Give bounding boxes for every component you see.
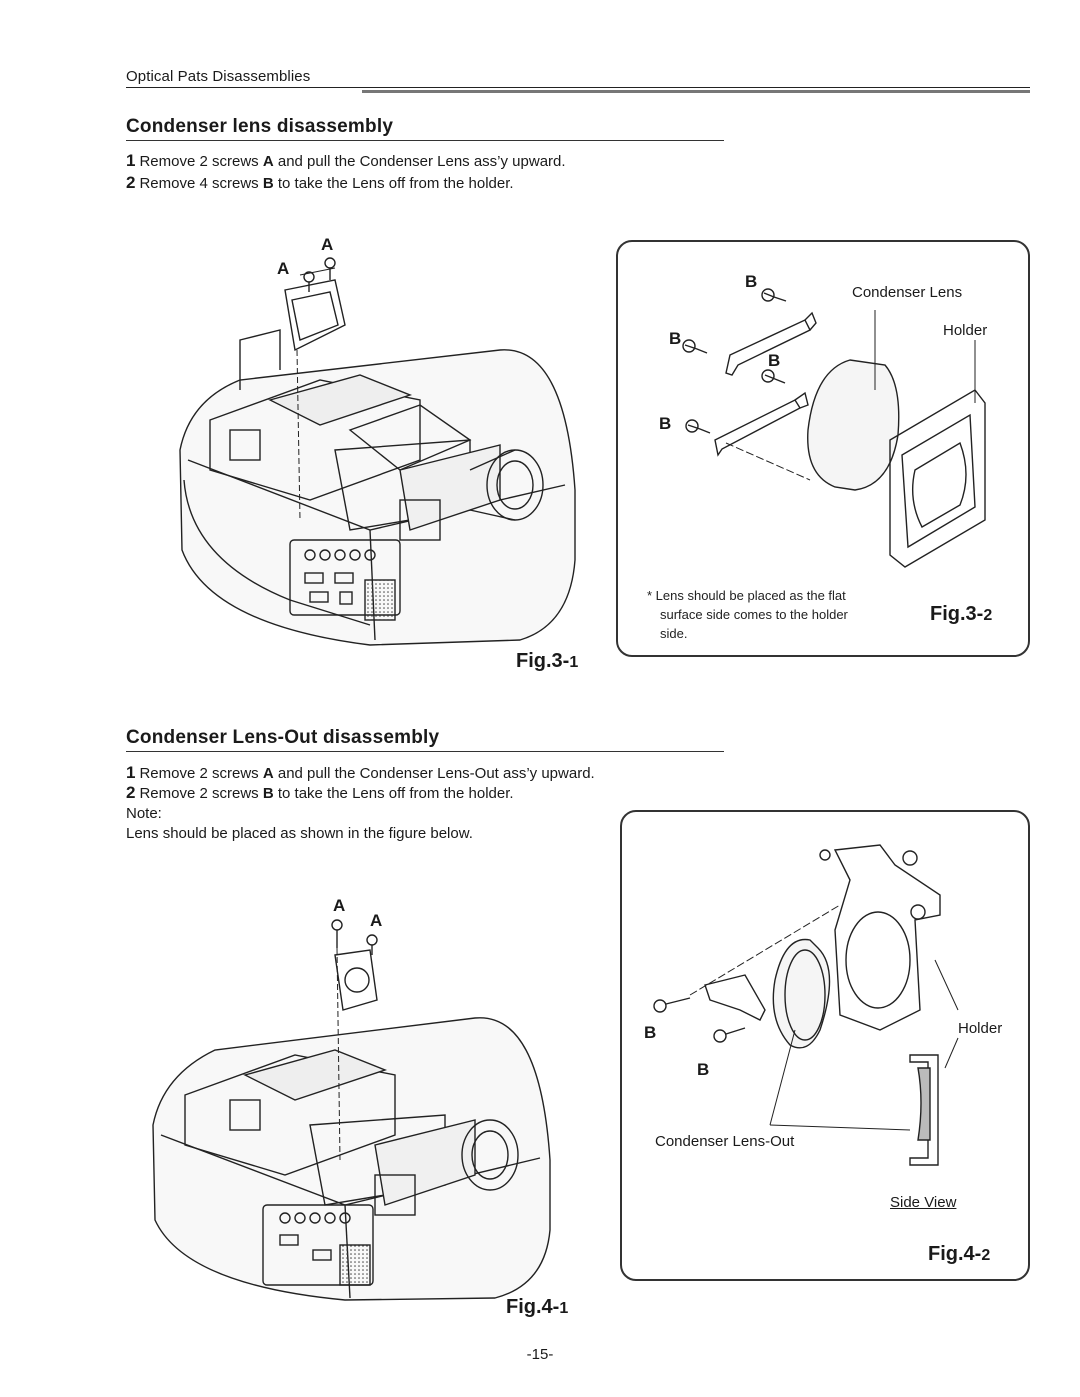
step-text: to take the Lens off from the holder. bbox=[273, 785, 514, 802]
condenser-lens-exploded-diagram bbox=[682, 288, 986, 568]
screw-label-b: B bbox=[644, 1023, 657, 1042]
footnote-line: surface side comes to the holder bbox=[660, 607, 848, 622]
step-text: Remove 4 screws bbox=[139, 175, 263, 192]
caption-main: Fig.3- bbox=[516, 650, 570, 672]
step-text: and pull the Condenser Lens-Out ass’y up… bbox=[273, 765, 595, 782]
caption-num: 1 bbox=[559, 1300, 569, 1317]
screw-label-b: B bbox=[745, 272, 758, 291]
caption-main: Fig.3- bbox=[930, 603, 984, 625]
figure-caption-fig4-2: Fig.4-2 bbox=[928, 1243, 990, 1266]
caption-num: 2 bbox=[981, 1247, 991, 1264]
running-header: Optical Pats Disassemblies bbox=[126, 68, 311, 85]
page-number: -15- bbox=[526, 1346, 554, 1363]
step-number: 2 bbox=[126, 173, 136, 192]
caption-main: Fig.4- bbox=[928, 1243, 982, 1265]
note-label: Note: bbox=[126, 805, 162, 822]
condenser-lens-out-exploded-diagram bbox=[653, 844, 959, 1166]
label-holder: Holder bbox=[943, 322, 988, 339]
note-text: Lens should be placed as shown in the fi… bbox=[126, 825, 473, 842]
projector-illustration-fig4-1 bbox=[152, 919, 551, 1301]
screw-label-a: A bbox=[277, 259, 290, 278]
step-text: and pull the Condenser Lens ass’y upward… bbox=[273, 153, 566, 170]
figure-caption-fig3-1: Fig.3-1 bbox=[516, 650, 578, 673]
header-rule-thick bbox=[362, 90, 1030, 93]
section-title-condenser-lens-out: Condenser Lens-Out disassembly bbox=[126, 727, 440, 748]
footnote-line: side. bbox=[660, 626, 688, 641]
section-title-condenser-lens: Condenser lens disassembly bbox=[126, 116, 394, 137]
section-rule bbox=[126, 751, 724, 752]
step-number: 1 bbox=[126, 151, 136, 170]
screw-label-b: B bbox=[669, 329, 682, 348]
step-number: 2 bbox=[126, 783, 136, 802]
screw-label-a: A bbox=[321, 235, 334, 254]
screw-label-a: A bbox=[333, 896, 346, 915]
caption-num: 2 bbox=[983, 607, 993, 624]
step-text: Remove 2 screws bbox=[139, 765, 263, 782]
step-text: to take the Lens off from the holder. bbox=[273, 175, 514, 192]
step-text: Remove 2 screws bbox=[139, 785, 263, 802]
projector-illustration-fig3-1 bbox=[179, 257, 576, 646]
step-number: 1 bbox=[126, 763, 136, 782]
section-rule bbox=[126, 140, 724, 141]
figure-caption-fig4-1: Fig.4-1 bbox=[506, 1296, 568, 1319]
footnote: * Lens should be placed as the flat surf… bbox=[647, 586, 848, 643]
screw-label-b: B bbox=[768, 351, 781, 370]
screw-label-b: B bbox=[659, 414, 672, 433]
label-holder: Holder bbox=[958, 1020, 1003, 1037]
screw-key: B bbox=[262, 175, 274, 192]
screw-key: B bbox=[262, 785, 274, 802]
caption-num: 1 bbox=[569, 654, 579, 671]
label-side-view: Side View bbox=[890, 1194, 957, 1211]
screw-label-a: A bbox=[370, 911, 383, 930]
screw-key: A bbox=[262, 765, 274, 782]
caption-main: Fig.4- bbox=[506, 1296, 560, 1318]
screw-label-b: B bbox=[697, 1060, 710, 1079]
step-text: Remove 2 screws bbox=[139, 153, 263, 170]
label-condenser-lens: Condenser Lens bbox=[852, 284, 963, 301]
label-condenser-lens-out: Condenser Lens-Out bbox=[655, 1133, 795, 1150]
header-rule bbox=[126, 87, 1030, 88]
screw-key: A bbox=[262, 153, 274, 170]
footnote-line: * Lens should be placed as the flat bbox=[647, 588, 846, 603]
figure-panel-fig4-2 bbox=[620, 810, 1030, 1281]
figure-caption-fig3-2: Fig.3-2 bbox=[930, 603, 992, 626]
